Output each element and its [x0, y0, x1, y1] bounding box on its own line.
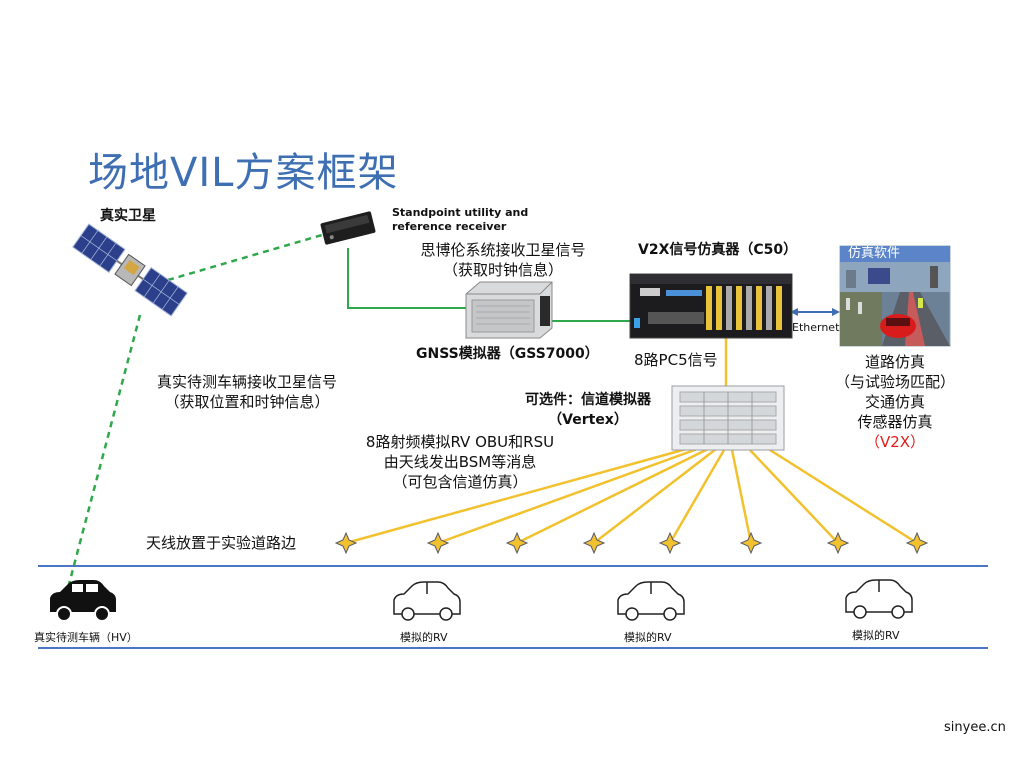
channel-emulator-label: 可选件：信道模拟器 （Vertex） [508, 390, 668, 430]
simsoft-line4: 传感器仿真 [857, 413, 933, 431]
rf-line3: （可包含信道仿真） [392, 473, 528, 491]
rv-car-icon-1 [393, 581, 461, 621]
simsoft-features: 道路仿真 （与试验场匹配） 交通仿真 传感器仿真 （V2X） [830, 352, 960, 452]
pc5-signal-label: 8路PC5信号 [634, 351, 718, 369]
antenna-icon [739, 531, 763, 555]
hv-car-icon [50, 580, 116, 622]
hv-label: 真实待测车辆（HV） [34, 631, 138, 644]
receiver-to-gnss-link [347, 248, 470, 309]
simsoft-line5: （V2X） [864, 433, 926, 451]
rf-line1: 8路射频模拟RV OBU和RSU [365, 433, 555, 451]
ethernet-arrow [790, 308, 840, 316]
receiver-name-line2: reference receiver [392, 220, 507, 233]
rv-label-3: 模拟的RV [852, 629, 900, 642]
simsoft-title: 仿真软件 [848, 246, 901, 261]
hv-note-line1: 真实待测车辆接收卫星信号 [156, 373, 337, 391]
receiver-device-icon [320, 211, 376, 245]
satellite-to-hv-link [66, 314, 142, 589]
hv-note-line2: （获取位置和时钟信息） [164, 393, 330, 411]
channel-line2: （Vertex） [548, 412, 628, 428]
antenna-icon [905, 531, 929, 555]
channel-emulator-icon [671, 385, 785, 451]
rf-description: 8路射频模拟RV OBU和RSU 由天线发出BSM等消息 （可包含信道仿真） [350, 432, 570, 492]
satellite-label: 真实卫星 [100, 208, 156, 224]
antenna-icon [658, 531, 682, 555]
simsoft-line2: （与试验场匹配） [834, 373, 955, 391]
receiver-name: Standpoint utility and reference receive… [392, 206, 528, 234]
antenna-label: 天线放置于实验道路边 [146, 534, 297, 552]
receiver-desc-line1: 思博伦系统接收卫星信号 [420, 241, 586, 259]
antenna-icon [426, 531, 450, 555]
antenna-icons [334, 531, 929, 555]
satellite-icon [72, 223, 188, 317]
antenna-icon [334, 531, 358, 555]
hv-note: 真实待测车辆接收卫星信号 （获取位置和时钟信息） [132, 372, 362, 412]
receiver-name-line1: Standpoint utility and [392, 206, 529, 219]
rv-label-2: 模拟的RV [624, 631, 672, 644]
gnss-simulator-icon [465, 281, 553, 339]
ethernet-label: Ethernet [792, 321, 840, 334]
simsoft-line1: 道路仿真 [864, 353, 925, 371]
rv-car-icon-3 [845, 579, 913, 619]
page-title: 场地VIL方案框架 [88, 150, 399, 196]
antenna-icon [505, 531, 529, 555]
receiver-desc-line2: （获取时钟信息） [442, 261, 563, 279]
antenna-icon [582, 531, 606, 555]
channel-line1: 可选件：信道模拟器 [525, 392, 651, 408]
antenna-icon [826, 531, 850, 555]
rv-car-icon-2 [617, 581, 685, 621]
simulation-software-screenshot [839, 245, 951, 347]
watermark: sinyee.cn [944, 720, 1006, 735]
gnss-label: GNSS模拟器（GSS7000） [416, 346, 599, 362]
rf-fanout-lines [345, 446, 918, 545]
v2x-c50-device-icon [629, 273, 793, 339]
v2x-label: V2X信号仿真器（C50） [638, 242, 798, 258]
rf-line2: 由天线发出BSM等消息 [383, 453, 537, 471]
simsoft-line3: 交通仿真 [864, 393, 925, 411]
rv-label-1: 模拟的RV [400, 631, 448, 644]
receiver-description: 思博伦系统接收卫星信号 （获取时钟信息） [398, 240, 608, 280]
satellite-to-receiver-link [167, 233, 323, 282]
